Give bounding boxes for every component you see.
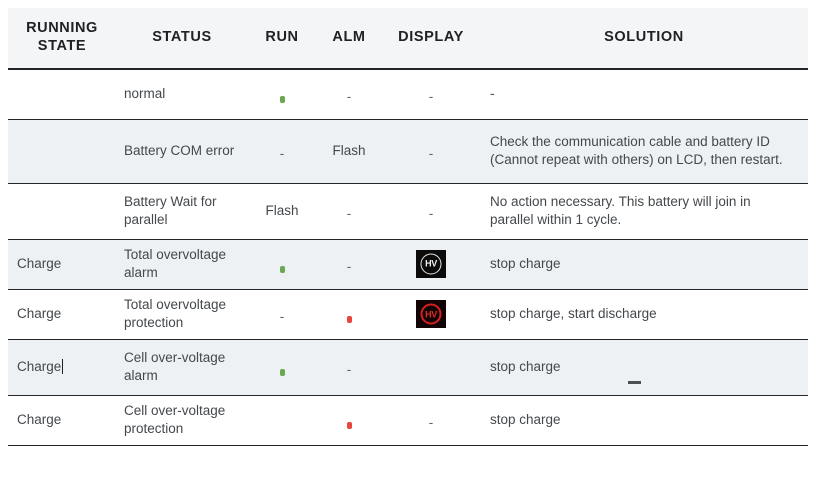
- cell-run: [248, 69, 316, 120]
- alm-dash: -: [346, 258, 352, 274]
- running-state-label-line1: RUNNING: [26, 20, 98, 36]
- column-header-solution: SOLUTION: [480, 8, 808, 71]
- display-dash: -: [428, 89, 434, 105]
- display-dash: -: [428, 145, 434, 161]
- cell-alm: -: [316, 183, 382, 240]
- cell-alm: -: [316, 239, 382, 290]
- cell-alm: [316, 289, 382, 340]
- alm-red-dot-icon: [346, 316, 352, 324]
- cell-running-state: Charge: [8, 395, 116, 446]
- table-row[interactable]: Charge Cell over-voltage alarm - stop charg…: [8, 339, 808, 396]
- cell-status: Battery COM error: [116, 119, 248, 184]
- column-header-status: STATUS: [116, 8, 248, 71]
- cell-run: [248, 239, 316, 290]
- cell-alm: -: [316, 69, 382, 120]
- run-green-dot-icon: [279, 266, 285, 274]
- run-dash: -: [279, 145, 285, 161]
- cell-running-state: Charge: [8, 339, 116, 396]
- table-row[interactable]: Battery COM error - Flash - Check the commun…: [8, 119, 808, 184]
- table-row[interactable]: normal - - -: [8, 69, 808, 120]
- alm-dash: -: [346, 361, 352, 377]
- alm-red-dot-icon: [346, 422, 352, 430]
- table-row[interactable]: Charge Total overvoltage alarm - HV stop cha…: [8, 239, 808, 290]
- hv-badge-label: HV: [420, 253, 442, 275]
- hv-badge-icon: HV: [416, 300, 446, 329]
- alm-dash: -: [346, 89, 352, 105]
- header-row: RUNNING STATE STATUS RUN ALM DISPLAY SOL…: [8, 8, 808, 71]
- cell-display: HV: [382, 239, 480, 290]
- table-header: RUNNING STATE STATUS RUN ALM DISPLAY SOL…: [8, 8, 808, 71]
- display-dash: -: [428, 414, 434, 430]
- table-row[interactable]: Charge Cell over-voltage protection - stop …: [8, 395, 808, 446]
- cell-display: -: [382, 69, 480, 120]
- column-header-alm: ALM: [316, 8, 382, 71]
- cell-status: Cell over-voltage protection: [116, 395, 248, 446]
- cell-status: normal: [116, 69, 248, 120]
- cell-solution: stop charge: [480, 395, 808, 446]
- run-text: Flash: [265, 203, 299, 219]
- cell-run: Flash: [248, 183, 316, 240]
- cell-running-state: [8, 119, 116, 184]
- display-dash: -: [428, 205, 434, 221]
- cell-alm: -: [316, 339, 382, 396]
- running-state-value: Charge: [17, 306, 62, 322]
- running-state-table: RUNNING STATE STATUS RUN ALM DISPLAY SOL…: [8, 8, 808, 446]
- running-state-value: Charge: [17, 256, 62, 272]
- cell-solution: -: [480, 69, 808, 120]
- cell-running-state: Charge: [8, 289, 116, 340]
- cell-running-state: Charge: [8, 239, 116, 290]
- cell-solution: stop charge: [480, 239, 808, 290]
- column-header-running-state: RUNNING STATE: [8, 8, 116, 71]
- alm-dash: -: [346, 205, 352, 221]
- text-caret: [62, 359, 64, 375]
- cell-run: -: [248, 119, 316, 184]
- cell-display: -: [382, 183, 480, 240]
- table-body: normal---Battery COM error-Flash-Check t…: [8, 69, 808, 446]
- alm-text: Flash: [332, 143, 366, 159]
- table-row[interactable]: Charge Total overvoltage protection - HV sto…: [8, 289, 808, 340]
- cell-running-state: [8, 183, 116, 240]
- cell-alm: Flash: [316, 119, 382, 184]
- cell-solution: Check the communication cable and batter…: [480, 119, 808, 184]
- cell-display: [382, 339, 480, 396]
- cell-solution: No action necessary. This battery will j…: [480, 183, 808, 240]
- cell-status: Battery Wait for parallel: [116, 183, 248, 240]
- cell-status: Total overvoltage alarm: [116, 239, 248, 290]
- cell-solution: stop charge: [480, 339, 808, 396]
- column-header-display: DISPLAY: [382, 8, 480, 71]
- hv-badge-label: HV: [420, 303, 442, 325]
- column-header-run: RUN: [248, 8, 316, 71]
- stray-dash-mark: [628, 381, 641, 384]
- cell-display: HV: [382, 289, 480, 340]
- run-green-dot-icon: [279, 96, 285, 104]
- run-green-dot-icon: [279, 369, 285, 377]
- cell-run: [248, 339, 316, 396]
- cell-status: Cell over-voltage alarm: [116, 339, 248, 396]
- cell-running-state: [8, 69, 116, 120]
- running-state-label-line2: STATE: [37, 38, 87, 55]
- table-row[interactable]: Battery Wait for parallel Flash - - No actio…: [8, 183, 808, 240]
- running-state-value: Charge: [17, 412, 62, 428]
- run-dash: -: [279, 308, 285, 324]
- cell-run: -: [248, 289, 316, 340]
- cell-run: [248, 395, 316, 446]
- running-state-value: Charge: [17, 359, 62, 375]
- cell-status: Total overvoltage protection: [116, 289, 248, 340]
- cell-display: -: [382, 119, 480, 184]
- cell-display: -: [382, 395, 480, 446]
- cell-alm: [316, 395, 382, 446]
- hv-badge-icon: HV: [416, 250, 446, 279]
- cell-solution: stop charge, start discharge: [480, 289, 808, 340]
